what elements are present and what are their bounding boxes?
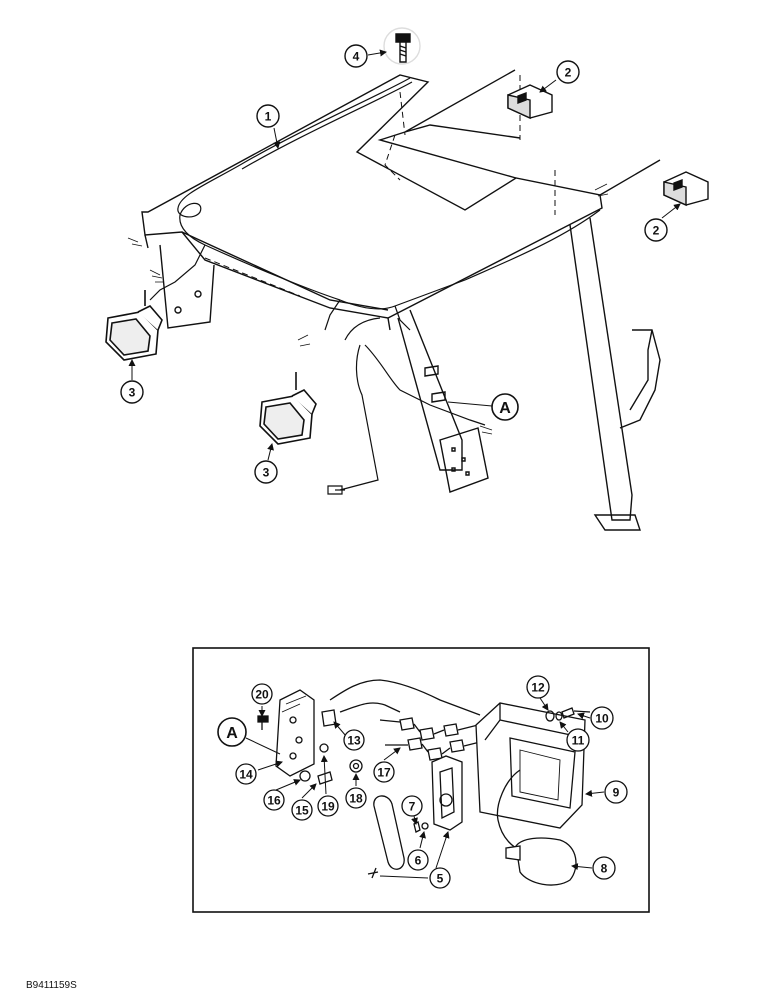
right-front-post bbox=[569, 217, 633, 521]
callout-3-left bbox=[120, 380, 144, 404]
bolt-10 bbox=[561, 707, 591, 719]
connector-13 bbox=[321, 709, 337, 727]
ground-terminal bbox=[327, 485, 345, 495]
detail-ref-a-inset bbox=[217, 717, 247, 747]
bolt-15 bbox=[317, 771, 333, 785]
callout-2-lower bbox=[644, 218, 668, 242]
canopy-assembly bbox=[141, 69, 661, 531]
svg-text:4: 4 bbox=[353, 50, 360, 64]
svg-text:2: 2 bbox=[653, 224, 660, 238]
washer-12 bbox=[545, 710, 555, 722]
mounting-plate-holes bbox=[451, 447, 470, 476]
screw-5 bbox=[367, 867, 379, 879]
callout-20 bbox=[251, 683, 273, 705]
svg-text:19: 19 bbox=[321, 800, 335, 814]
svg-text:7: 7 bbox=[409, 800, 416, 814]
rear-light-lower bbox=[663, 171, 709, 207]
callout-4 bbox=[344, 44, 368, 68]
svg-text:A: A bbox=[226, 725, 238, 742]
foot-plate bbox=[593, 514, 641, 531]
svg-text:6: 6 bbox=[415, 854, 422, 868]
svg-text:17: 17 bbox=[377, 766, 391, 780]
callout-10 bbox=[590, 706, 614, 730]
svg-text:3: 3 bbox=[263, 466, 270, 480]
lamp-body bbox=[431, 755, 463, 831]
svg-text:5: 5 bbox=[437, 872, 444, 886]
detail-a-inset: A 20 14 16 15 19 13 18 17 bbox=[192, 647, 650, 913]
lamp-lens bbox=[373, 795, 405, 870]
washer-11 bbox=[555, 711, 563, 721]
svg-text:2: 2 bbox=[565, 66, 572, 80]
callouts-main: 1 4 2 2 3 3 A bbox=[120, 44, 681, 484]
svg-text:16: 16 bbox=[267, 794, 281, 808]
callout-5 bbox=[429, 867, 451, 889]
work-light-left bbox=[105, 290, 163, 361]
callout-11 bbox=[566, 728, 590, 752]
figure-code: B9411159S bbox=[26, 980, 77, 991]
post-brackets bbox=[424, 365, 446, 403]
work-light-right bbox=[259, 372, 317, 445]
svg-text:8: 8 bbox=[601, 862, 608, 876]
rear-light-upper bbox=[507, 84, 553, 120]
connector-plugs bbox=[399, 717, 465, 761]
callout-9 bbox=[604, 780, 628, 804]
center-front-post bbox=[397, 309, 463, 471]
callout-3-right bbox=[254, 460, 278, 484]
svg-text:14: 14 bbox=[239, 768, 253, 782]
svg-text:9: 9 bbox=[613, 786, 620, 800]
callout-1 bbox=[256, 104, 280, 128]
canopy-roof-right-wing bbox=[377, 69, 661, 196]
callout-7 bbox=[401, 795, 423, 817]
callout-13 bbox=[343, 729, 365, 751]
callout-2-upper bbox=[556, 60, 580, 84]
nut-18 bbox=[349, 759, 363, 773]
bolt bbox=[383, 27, 421, 65]
harness-inset bbox=[329, 679, 481, 716]
callout-14 bbox=[235, 763, 257, 785]
callout-18 bbox=[345, 787, 367, 809]
callouts-inset: A 20 14 16 15 19 13 18 17 bbox=[217, 675, 628, 889]
left-rear-post bbox=[159, 244, 215, 329]
lamp-housing bbox=[475, 702, 586, 829]
screw-7 bbox=[413, 821, 421, 833]
callout-12 bbox=[526, 675, 550, 699]
svg-text:13: 13 bbox=[347, 734, 361, 748]
callout-15 bbox=[291, 799, 313, 821]
svg-text:1: 1 bbox=[265, 110, 272, 124]
svg-text:15: 15 bbox=[295, 804, 309, 818]
canopy-roof-edge bbox=[144, 231, 391, 331]
svg-text:A: A bbox=[499, 400, 511, 417]
svg-text:18: 18 bbox=[349, 792, 363, 806]
washer-16 bbox=[299, 770, 311, 782]
svg-text:20: 20 bbox=[255, 688, 269, 702]
svg-text:10: 10 bbox=[595, 712, 609, 726]
beacon-light bbox=[515, 837, 577, 886]
inset-frame bbox=[192, 647, 650, 913]
right-handrail bbox=[619, 329, 661, 429]
mounting-plate bbox=[439, 427, 489, 493]
callout-6 bbox=[407, 849, 429, 871]
detail-ref-a-main bbox=[491, 393, 519, 421]
washer-6 bbox=[421, 822, 429, 830]
washer-19 bbox=[319, 743, 329, 753]
svg-text:12: 12 bbox=[531, 681, 545, 695]
bracket-plate bbox=[275, 689, 315, 777]
callout-16 bbox=[263, 789, 285, 811]
callout-17 bbox=[373, 761, 395, 783]
svg-text:3: 3 bbox=[129, 386, 136, 400]
callout-19 bbox=[317, 795, 339, 817]
callout-8 bbox=[592, 856, 616, 880]
wiring-harness bbox=[127, 77, 609, 491]
left-post-holes bbox=[174, 290, 202, 314]
svg-text:11: 11 bbox=[572, 734, 585, 748]
bolt-20 bbox=[257, 715, 269, 723]
